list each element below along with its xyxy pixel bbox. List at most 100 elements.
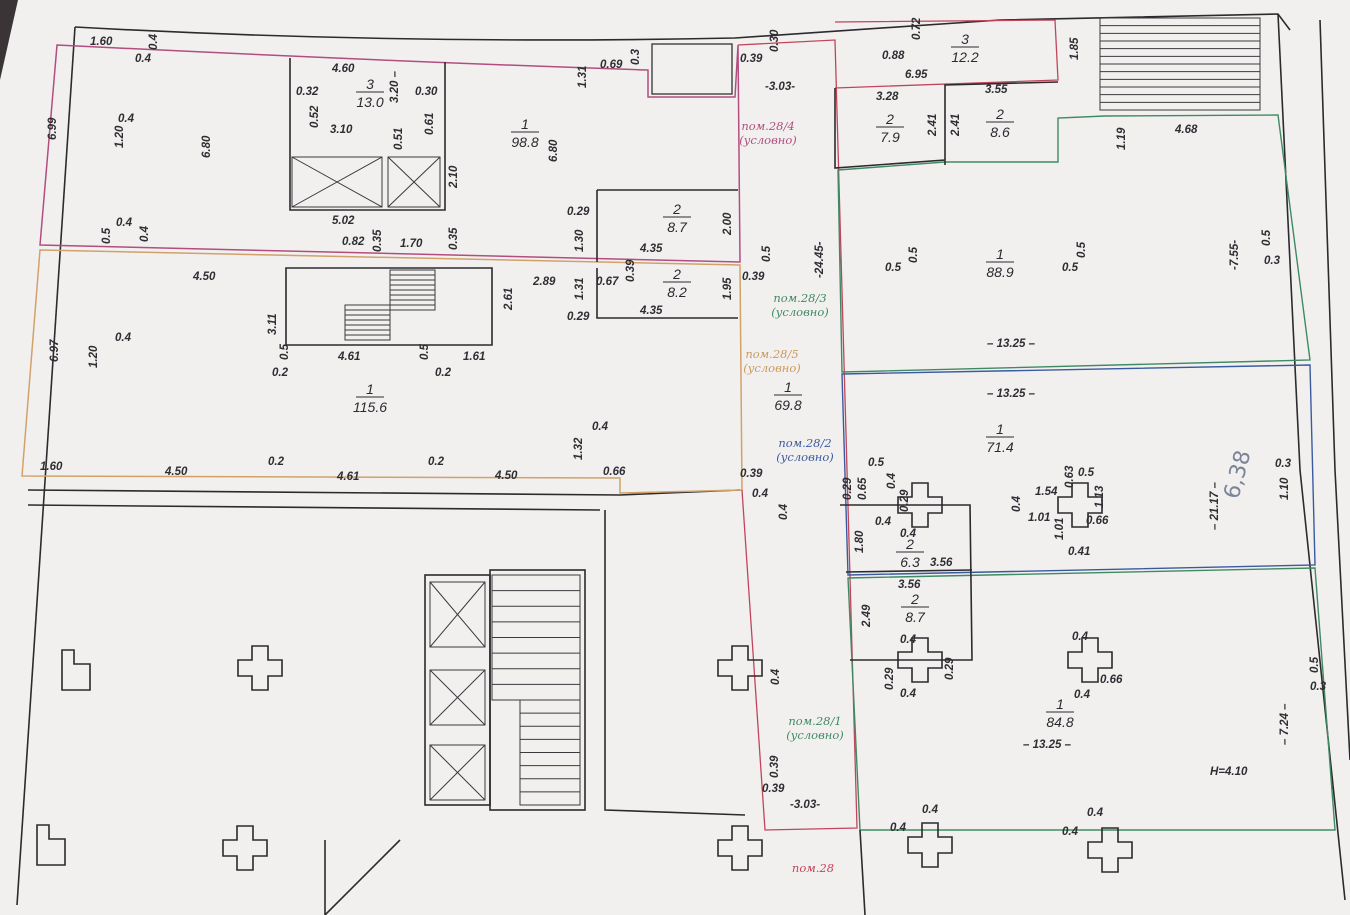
dimension-label: 0.3 bbox=[1275, 458, 1292, 470]
columns bbox=[36, 482, 1133, 873]
dimension-label: 0.5 bbox=[1261, 229, 1273, 246]
room-number: 1 bbox=[996, 246, 1004, 262]
dimension-label: 3.55 bbox=[985, 84, 1008, 96]
dimension-label: 1.31 bbox=[577, 66, 589, 88]
dimension-label: 0.66 bbox=[1086, 515, 1109, 527]
dimension-label: 1.01 bbox=[1028, 512, 1050, 524]
dimension-label: 2.89 bbox=[532, 276, 556, 288]
dimension-label: 0.29 bbox=[842, 477, 854, 500]
dimension-label: 0.4 bbox=[900, 634, 917, 646]
dimension-label: 1.32 bbox=[573, 437, 585, 460]
dimension-label: 3.28 bbox=[876, 91, 899, 103]
outer-walls bbox=[16, 13, 1350, 906]
dimension-label: 4.68 bbox=[1174, 124, 1198, 136]
section-name: пом.28/3 bbox=[773, 291, 826, 305]
room-number: 2 bbox=[910, 591, 919, 607]
dimension-label: 0.29 bbox=[567, 206, 590, 218]
column bbox=[1067, 637, 1113, 683]
column bbox=[717, 645, 763, 691]
room-label: 28.2 bbox=[663, 266, 691, 300]
dimension-label: 0.5 bbox=[1076, 241, 1088, 258]
room-number: 1 bbox=[366, 381, 374, 397]
column bbox=[1087, 827, 1133, 873]
section-28-1-outline bbox=[847, 567, 1336, 831]
room-area: 8.6 bbox=[990, 124, 1010, 140]
dimension-label: -7.55- bbox=[1229, 240, 1241, 270]
dimension-label: 1.85 bbox=[1069, 37, 1081, 60]
dimension-label: 1.01 bbox=[1054, 518, 1066, 540]
column bbox=[222, 825, 268, 871]
room-number: 1 bbox=[521, 116, 529, 132]
dimension-label: 0.67 bbox=[596, 276, 619, 288]
dimension-label: 4.35 bbox=[639, 305, 663, 317]
dimension-label: 0.82 bbox=[342, 236, 365, 248]
dimension-label: 4.61 bbox=[336, 471, 359, 483]
dimension-label: 4.50 bbox=[192, 271, 216, 283]
section-28-3-outline bbox=[837, 114, 1311, 373]
dimension-label: 0.4 bbox=[1087, 807, 1104, 819]
dimension-label: 0.61 bbox=[424, 113, 436, 135]
dimension-label: 0.5 bbox=[908, 246, 920, 263]
dimension-label: 0.4 bbox=[135, 53, 152, 65]
room-number: 2 bbox=[672, 201, 681, 217]
column bbox=[61, 649, 91, 691]
room-number: 2 bbox=[672, 266, 681, 282]
room-label: 184.8 bbox=[1046, 696, 1074, 730]
dimension-label: 6.95 bbox=[905, 69, 928, 81]
room-area: 6.3 bbox=[900, 554, 920, 570]
dimension-label: 0.4 bbox=[752, 488, 769, 500]
room-label: 28.6 bbox=[986, 106, 1014, 140]
room-area: 84.8 bbox=[1046, 714, 1073, 730]
dimension-label: 0.3 bbox=[1264, 255, 1281, 267]
column bbox=[717, 825, 763, 871]
dimension-label: 0.39 bbox=[769, 755, 781, 778]
dimension-label: 1.61 bbox=[463, 351, 485, 363]
dimension-label: 0.2 bbox=[428, 456, 445, 468]
room-area: 69.8 bbox=[774, 397, 801, 413]
dimension-label: -3.03- bbox=[790, 799, 820, 811]
room-number: 2 bbox=[885, 111, 894, 127]
dimension-label: 0.35 bbox=[372, 229, 384, 252]
dimension-label: 1.80 bbox=[854, 530, 866, 553]
dimension-label: 0.51 bbox=[393, 128, 405, 150]
staircase bbox=[344, 17, 1261, 806]
dimension-label: 3.10 bbox=[330, 124, 353, 136]
dimension-label: 4.50 bbox=[494, 470, 518, 482]
room-area: 8.2 bbox=[667, 284, 687, 300]
ceiling-height-label: H=4.10 bbox=[1210, 766, 1248, 778]
dimension-label: 0.5 bbox=[419, 343, 431, 360]
dimension-label: 0.29 bbox=[567, 311, 590, 323]
dimension-label: 0.4 bbox=[115, 332, 132, 344]
dimension-label: 0.5 bbox=[1309, 656, 1321, 673]
dimension-label: 0.88 bbox=[882, 50, 905, 62]
dimension-label: 0.2 bbox=[268, 456, 285, 468]
dimension-label: 1.70 bbox=[400, 238, 423, 250]
dimension-label: 0.4 bbox=[139, 225, 151, 242]
dimension-label: -24.45- bbox=[814, 241, 826, 278]
section-name: пом.28/5 bbox=[745, 347, 798, 361]
room-area: 12.2 bbox=[951, 49, 978, 65]
dimension-label: 0.39 bbox=[740, 468, 763, 480]
dimension-label: 0.29 bbox=[944, 657, 956, 680]
room-area: 88.9 bbox=[986, 264, 1013, 280]
dimension-label: 0.4 bbox=[900, 528, 917, 540]
section-name: пом.28/1 bbox=[788, 714, 841, 728]
room-number: 1 bbox=[1056, 696, 1064, 712]
dimension-label: 0.4 bbox=[592, 421, 609, 433]
section-28-2-outline bbox=[841, 364, 1316, 576]
dimension-label: 3.56 bbox=[898, 579, 921, 591]
dimension-label: 0.5 bbox=[279, 343, 291, 360]
dimension-label: 0.4 bbox=[890, 822, 907, 834]
dimension-label: 1.30 bbox=[574, 229, 586, 252]
dimension-label: – 13.25 – bbox=[987, 388, 1036, 400]
dimension-label: 2.49 bbox=[861, 604, 873, 628]
dimension-label: 0.4 bbox=[886, 472, 898, 489]
column bbox=[237, 645, 283, 691]
dimension-label: 0.4 bbox=[1011, 495, 1023, 512]
dimension-label: 0.4 bbox=[778, 503, 790, 520]
room-number: 1 bbox=[784, 379, 792, 395]
column bbox=[36, 824, 66, 866]
dimension-label: 6.80 bbox=[548, 139, 560, 162]
dimension-label: 0.4 bbox=[922, 804, 939, 816]
